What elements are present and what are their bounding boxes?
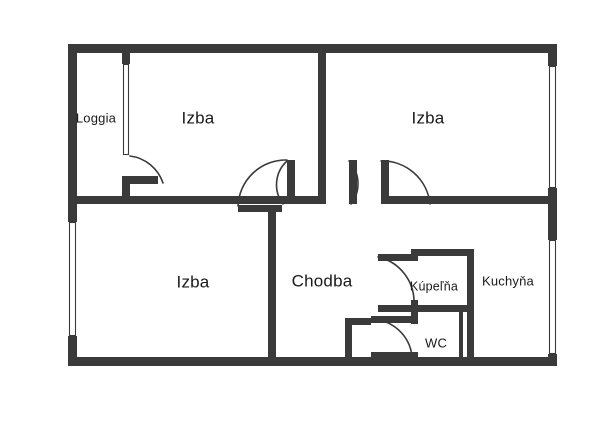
door-arc-loggia: [129, 155, 164, 184]
room-label-izba-1: Izba: [182, 108, 215, 127]
wall-izba2-door-jamb: [381, 160, 389, 204]
wall-izba3-chodba: [268, 212, 276, 366]
window-left-opening: [68, 222, 77, 336]
wall-kupelna-kuchyna: [467, 249, 474, 357]
outer-walls: [68, 44, 557, 366]
wall-loggia-door-jamb: [130, 176, 158, 184]
wall-corridor-reveal-right: [349, 160, 357, 204]
wall-middle-right: [389, 196, 557, 204]
room-label-izba-2: Izba: [412, 108, 445, 127]
room-label-chodba: Chodba: [292, 271, 353, 290]
door-arc-hall-left: [275, 160, 288, 205]
window-left-frame: [68, 221, 77, 337]
room-labels: Loggia Izba Izba Izba Chodba Kúpeľňa Kuc…: [76, 108, 535, 350]
wall-wc-bottom-jamb: [371, 352, 418, 357]
windows: [68, 65, 557, 355]
wall-kupelna-left-upper: [411, 249, 418, 261]
wall-middle-left: [68, 196, 287, 204]
wall-kupelna-wc: [411, 305, 474, 312]
window-right-upper-opening: [548, 66, 557, 188]
wall-loggia-divider-bottom: [122, 176, 130, 204]
wall-right: [548, 44, 557, 366]
wall-bottom: [68, 357, 557, 366]
door-arc-izba2: [380, 160, 431, 205]
room-label-loggia: Loggia: [76, 110, 117, 125]
door-arc-kupelna: [377, 256, 415, 304]
wall-kupelna-door-head: [378, 254, 411, 261]
wall-corridor-sill-left: [287, 196, 326, 204]
window-right-lower-opening: [548, 240, 557, 354]
window-right-upper-frame: [548, 65, 557, 189]
wall-top-right: [319, 44, 557, 53]
wall-corridor-reveal-left: [287, 160, 295, 204]
wall-kupelna-door-sill: [378, 305, 418, 312]
room-label-wc: WC: [425, 335, 447, 350]
room-label-kupelna: Kúpeľňa: [410, 279, 458, 293]
wall-wc-door-head: [371, 316, 418, 323]
room-label-kuchyna: Kuchyňa: [482, 273, 535, 288]
door-arc-wc: [370, 318, 413, 357]
wall-wc-reveal: [345, 318, 371, 325]
wall-wc-reveal-vertical: [345, 318, 352, 357]
wall-left-upper: [68, 44, 77, 204]
loggia-balcony-door-frame: [122, 63, 130, 156]
wall-izba1-izba2: [318, 44, 326, 196]
door-arc-izba1: [237, 159, 288, 207]
wall-corridor-door-head-left: [238, 205, 282, 212]
door-arc-hall-right: [348, 160, 359, 205]
door-swings: [129, 155, 431, 357]
wall-kupelna-top: [411, 249, 474, 256]
wall-wc-right: [459, 312, 463, 357]
room-label-izba-3: Izba: [177, 272, 210, 291]
wall-izba1-izba2-lower: [318, 160, 326, 196]
wall-loggia-divider-top: [122, 44, 130, 64]
window-right-lower-frame: [548, 239, 557, 355]
interior-walls: [68, 44, 557, 366]
wall-top-left: [68, 44, 319, 53]
